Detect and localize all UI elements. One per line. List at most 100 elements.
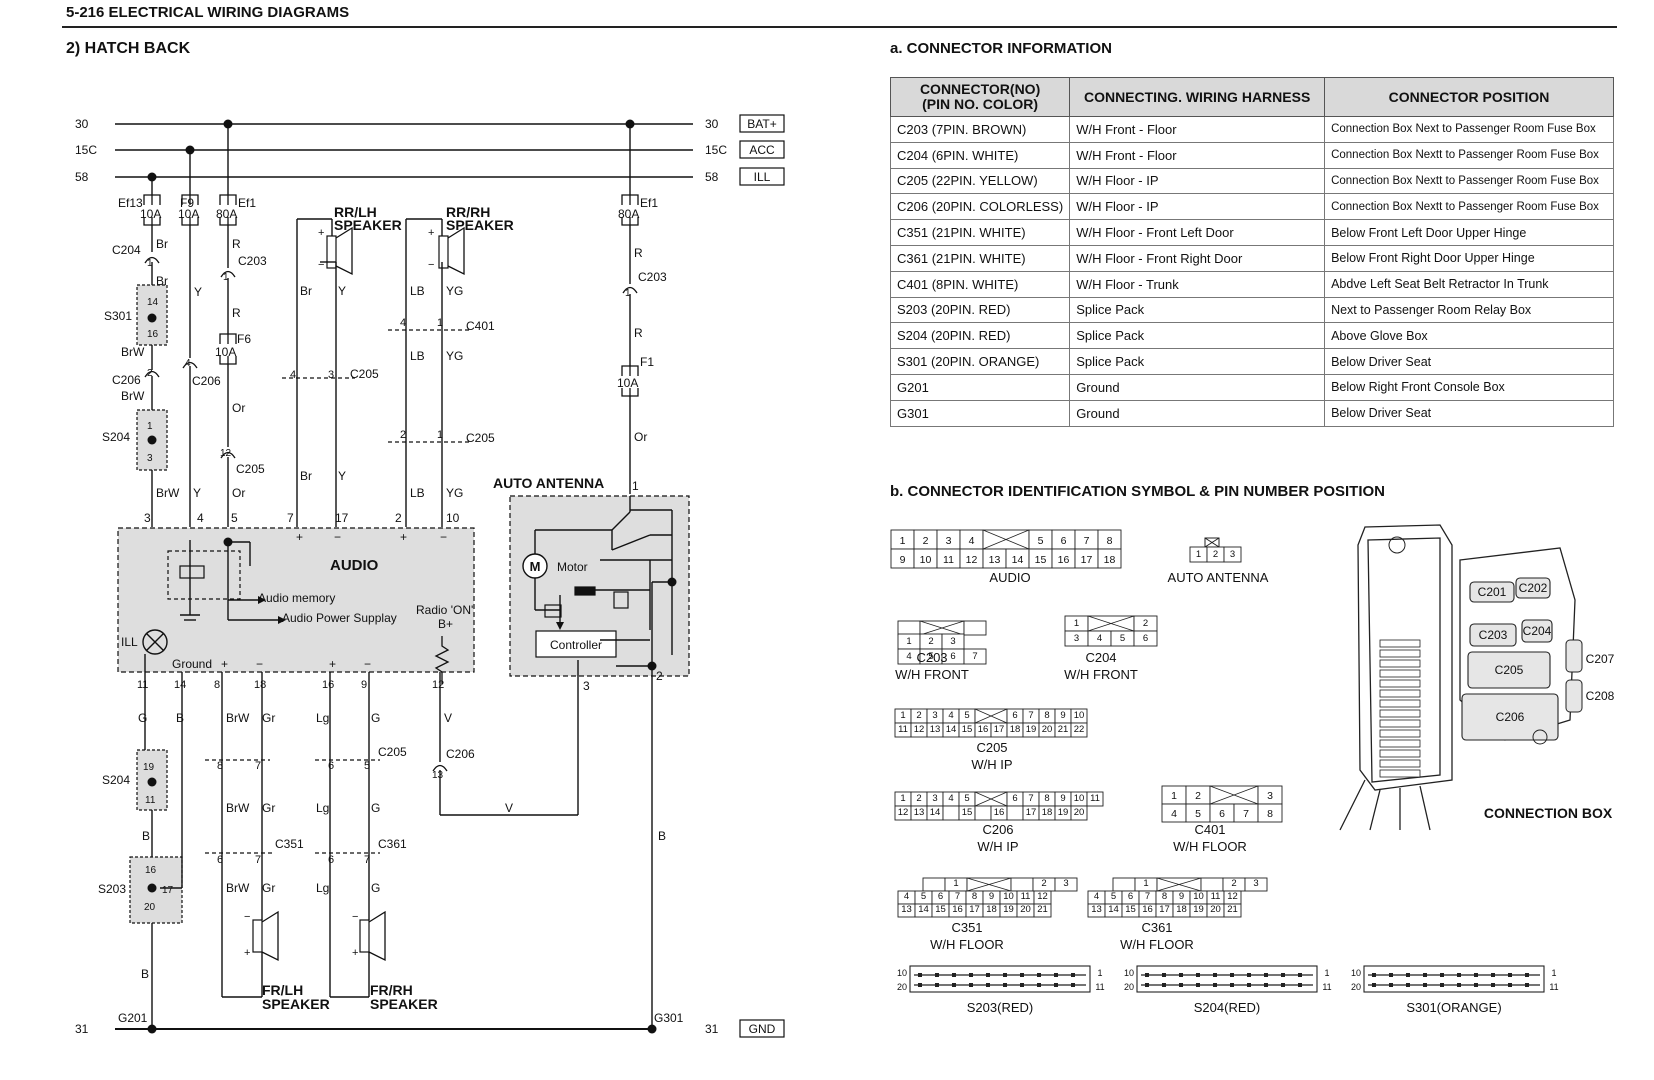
pin-number: 16 bbox=[1058, 554, 1070, 566]
diagram-label: YG bbox=[446, 284, 463, 298]
pin-cell bbox=[1003, 973, 1007, 977]
pin-cell bbox=[952, 973, 956, 977]
ground-label: Ground bbox=[172, 657, 212, 671]
pin-number: 10 bbox=[1003, 891, 1014, 902]
pin-number: 10 bbox=[1124, 968, 1134, 978]
diagram-label: 4 bbox=[290, 369, 296, 381]
diagram-label: 2 bbox=[395, 511, 402, 525]
pin-number: 1 bbox=[1196, 549, 1201, 560]
pin-number: 17 bbox=[994, 724, 1005, 735]
diagram-label: 1 bbox=[437, 429, 443, 441]
pin-cell bbox=[974, 805, 992, 821]
pin-cell bbox=[1372, 973, 1376, 977]
pin-cell bbox=[897, 620, 921, 636]
diagram-label: C204 bbox=[112, 243, 141, 257]
audio-title: AUDIO bbox=[330, 557, 379, 574]
diagram-label: C206 bbox=[192, 374, 221, 388]
fuse-slot bbox=[1379, 649, 1421, 658]
pin-number: 3 bbox=[1074, 633, 1079, 644]
diagram-label: R bbox=[634, 326, 643, 340]
junction-dot bbox=[147, 313, 157, 323]
pin-number: 3 bbox=[1230, 549, 1235, 560]
diagram-label: + bbox=[428, 227, 434, 239]
connector-cap bbox=[182, 361, 198, 369]
pin-number: 5 bbox=[1195, 808, 1201, 820]
connector-cap bbox=[220, 451, 236, 459]
pin-cell bbox=[1213, 983, 1217, 987]
pin-cell bbox=[1406, 973, 1410, 977]
pin-number: 13 bbox=[901, 904, 912, 915]
pin-number: 15 bbox=[962, 724, 973, 735]
pin-number: 2 bbox=[1213, 549, 1218, 560]
pin-cell bbox=[1223, 903, 1242, 918]
pin-number: 18 bbox=[1176, 904, 1187, 915]
pin-cell bbox=[1423, 973, 1427, 977]
pin-number: 9 bbox=[989, 891, 994, 902]
junction-dot bbox=[147, 435, 157, 445]
diagram-label: LB bbox=[410, 486, 425, 500]
diagram-label: 1 bbox=[437, 317, 443, 329]
table-cell: C401 (8PIN. WHITE) bbox=[889, 270, 1071, 298]
audio-memory-box bbox=[167, 550, 241, 600]
diagram-label: + bbox=[244, 947, 250, 959]
pin-cell bbox=[1054, 877, 1078, 892]
diagram-label: B bbox=[141, 967, 149, 981]
diagram-label: − bbox=[244, 911, 250, 923]
connection-box-screw bbox=[1388, 536, 1406, 554]
pin-cell bbox=[1223, 546, 1242, 563]
diagram-label: G bbox=[371, 881, 380, 895]
table-cell: Ground bbox=[1069, 373, 1326, 401]
fuse-slot bbox=[1379, 729, 1421, 738]
diagram-label: 14 bbox=[174, 679, 186, 691]
diagram-label: C205 bbox=[378, 745, 407, 759]
diagram-label: + bbox=[329, 657, 336, 671]
box-connector-label: C208 bbox=[1586, 689, 1615, 703]
pin-number: 7 bbox=[1145, 891, 1150, 902]
pin-cell bbox=[935, 983, 939, 987]
speaker-label: SPEAKER bbox=[334, 217, 402, 233]
diagram-label: C205 bbox=[236, 462, 265, 476]
pin-number: 2 bbox=[923, 535, 929, 547]
fuse-slot bbox=[1379, 769, 1421, 778]
pin-number: 7 bbox=[1084, 535, 1090, 547]
diagram-label: 17 bbox=[162, 885, 174, 896]
pin-cell bbox=[1086, 791, 1104, 807]
section-title: 2) HATCH BACK bbox=[66, 40, 191, 57]
box-connector-label: C203 bbox=[1479, 628, 1508, 642]
pin-number: 11 bbox=[1090, 793, 1100, 804]
pin-number: 18 bbox=[1010, 724, 1021, 735]
audio-memory-label: Audio memory bbox=[258, 591, 335, 605]
pin-cell bbox=[969, 973, 973, 977]
diagram-label: Y bbox=[194, 285, 202, 299]
box-connector-label: C207 bbox=[1586, 652, 1615, 666]
pin-number: 9 bbox=[1179, 891, 1184, 902]
diagram-label: C203 bbox=[238, 254, 267, 268]
pin-cell bbox=[1457, 983, 1461, 987]
pin-number: 13 bbox=[930, 724, 941, 735]
diagram-label: S301 bbox=[104, 309, 132, 323]
diagram-label: Br bbox=[300, 469, 312, 483]
diagram-label: 16 bbox=[147, 329, 159, 340]
diagram-label: − bbox=[256, 657, 263, 671]
pin-number: 2 bbox=[916, 793, 921, 804]
pin-cell bbox=[1230, 973, 1234, 977]
pin-number: 4 bbox=[969, 535, 975, 547]
diagram-label: 2 bbox=[656, 669, 663, 683]
connection-box-outline bbox=[1339, 779, 1431, 831]
diagram-label: 4 bbox=[197, 511, 204, 525]
fuse-symbol bbox=[143, 194, 161, 205]
relay-coil bbox=[179, 565, 205, 579]
diagram-label: 9 bbox=[361, 679, 367, 691]
box-connector bbox=[1565, 639, 1583, 673]
box-connector-label: C202 bbox=[1519, 581, 1548, 595]
blank-mark bbox=[1204, 537, 1220, 548]
connector-id-title: b. CONNECTOR IDENTIFICATION SYMBOL & PIN… bbox=[890, 483, 1386, 500]
pin-number: 4 bbox=[948, 710, 953, 721]
pin-number: 16 bbox=[994, 807, 1005, 818]
pin-cell bbox=[1145, 973, 1149, 977]
table-cell: S203 (20PIN. RED) bbox=[889, 296, 1071, 324]
connection-box-screw bbox=[1532, 729, 1548, 745]
diagram-label: Br bbox=[156, 237, 168, 251]
